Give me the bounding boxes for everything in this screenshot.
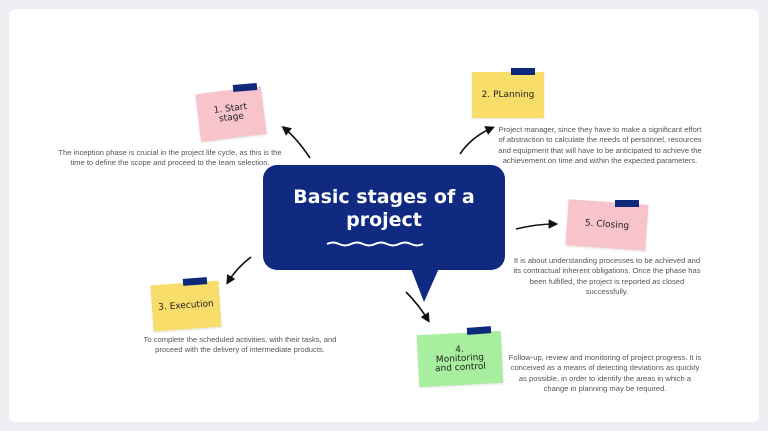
stage-note-start: 1. Start stage	[195, 86, 267, 142]
stage-description-planning: Project manager, since they have to make…	[498, 125, 702, 166]
stage-note-planning: 2. PLanning	[472, 72, 544, 118]
arrow-to-closing	[515, 219, 559, 230]
arrow-to-execution	[226, 256, 252, 285]
title-underline	[326, 241, 424, 247]
arrow-to-monitoring	[405, 291, 430, 323]
arrow-to-start	[281, 126, 311, 159]
stage-note-execution: 3. Execution	[150, 280, 222, 332]
stage-label: 2. PLanning	[481, 89, 535, 100]
stage-description-start: The inception phase is crucial in the pr…	[58, 148, 282, 168]
diagram-title: Basic stages of a project	[293, 186, 475, 231]
stage-label: 4. Monitoring and control	[434, 344, 487, 374]
title-bubble	[263, 165, 505, 270]
stage-description-closing: It is about understanding processes to b…	[513, 256, 701, 297]
stage-description-execution: To complete the scheduled activities, wi…	[143, 335, 337, 355]
stage-label: 5. Closing	[584, 217, 630, 232]
bubble-tail	[410, 266, 440, 302]
tape-icon	[615, 200, 639, 207]
arrow-to-planning	[459, 126, 495, 155]
stage-note-monitoring: 4. Monitoring and control	[416, 330, 504, 388]
stage-label: 3. Execution	[157, 298, 215, 313]
stage-description-monitoring: Follow-up, review and monitoring of proj…	[508, 353, 702, 394]
tape-icon	[511, 68, 535, 75]
stage-label: 1. Start stage	[213, 102, 248, 125]
